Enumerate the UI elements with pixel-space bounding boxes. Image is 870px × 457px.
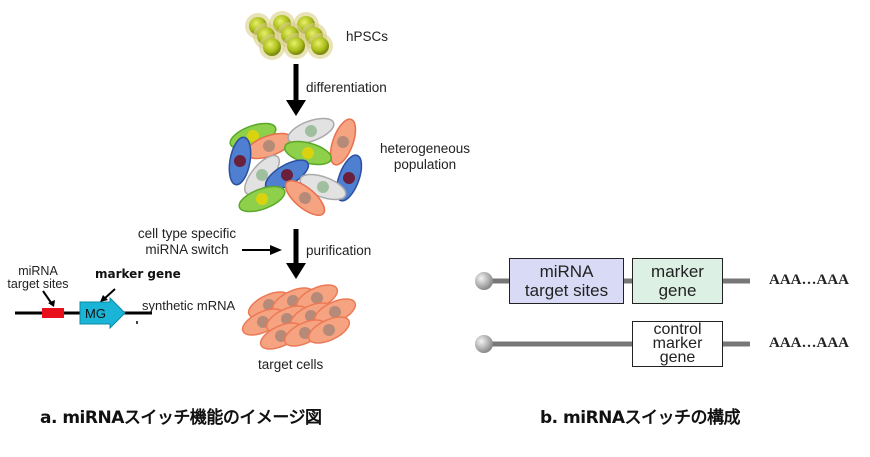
box-marker-gene: marker gene bbox=[632, 258, 723, 304]
box-line: control bbox=[653, 321, 702, 338]
label-marker-gene: marker gene bbox=[95, 267, 181, 281]
label-target-cells: target cells bbox=[258, 357, 324, 372]
label-line: heterogeneous bbox=[379, 141, 471, 156]
label-line: miRNA switch bbox=[145, 242, 229, 257]
cap-icon bbox=[475, 272, 493, 290]
box-line: gene bbox=[659, 349, 696, 366]
cell-orange bbox=[284, 180, 326, 216]
target-cell bbox=[313, 298, 357, 326]
heterogeneous-cells-icon bbox=[228, 117, 363, 216]
box-control-marker-gene: control marker gene bbox=[632, 321, 723, 367]
box-miRNA-target-sites: miRNA target sites bbox=[509, 258, 624, 304]
box-line: gene bbox=[658, 281, 697, 300]
cell-blue bbox=[264, 159, 310, 191]
label-differentiation: differentiation bbox=[306, 80, 387, 95]
caption-a: a. miRNAスイッチ機能のイメージ図 bbox=[40, 408, 322, 428]
purification-arrow-icon bbox=[286, 229, 306, 279]
label-mg: MG bbox=[85, 306, 106, 321]
target-site-block bbox=[42, 308, 64, 318]
cell-green bbox=[238, 185, 286, 213]
caption-b: b. miRNAスイッチの構成 bbox=[540, 408, 741, 428]
label-line: cell type specific bbox=[137, 226, 237, 241]
label-miRNA-target-sites: miRNA target sites bbox=[2, 265, 74, 291]
label-purification: purification bbox=[306, 243, 372, 258]
cell-grey bbox=[299, 173, 347, 201]
box-line: miRNA bbox=[539, 262, 594, 281]
synthetic-mrna-construct bbox=[15, 288, 152, 330]
box-line: marker bbox=[652, 335, 703, 352]
cell-grey bbox=[287, 117, 335, 145]
box-line: target sites bbox=[524, 281, 609, 300]
target-cell bbox=[307, 316, 351, 344]
label-miRNA-switch: cell type specific miRNA switch bbox=[127, 226, 247, 258]
stem-cell bbox=[311, 37, 329, 55]
cell-blue bbox=[228, 136, 252, 186]
label-heterogeneous-population: heterogeneous population bbox=[370, 141, 480, 173]
label-synthetic-mrna: synthetic mRNA bbox=[142, 298, 236, 313]
label-line: miRNA bbox=[18, 264, 58, 278]
cell-orange bbox=[329, 118, 357, 166]
label-line: population bbox=[393, 157, 457, 172]
differentiation-arrow-icon bbox=[286, 64, 306, 116]
switch-arrow-icon bbox=[242, 245, 282, 255]
target-cells-icon bbox=[241, 284, 357, 350]
marker-gene-arrow-icon bbox=[79, 296, 126, 330]
hpsc-cluster-icon bbox=[245, 11, 333, 60]
label-line: target sites bbox=[7, 277, 69, 291]
cap-icon bbox=[475, 335, 493, 353]
box-line: marker bbox=[651, 262, 704, 281]
polya-tail-2: AAA…AAA bbox=[769, 335, 849, 351]
stem-cell bbox=[263, 38, 281, 56]
label-hpscs: hPSCs bbox=[346, 29, 389, 44]
stem-cell bbox=[287, 37, 305, 55]
polya-tail-1: AAA…AAA bbox=[769, 272, 849, 288]
